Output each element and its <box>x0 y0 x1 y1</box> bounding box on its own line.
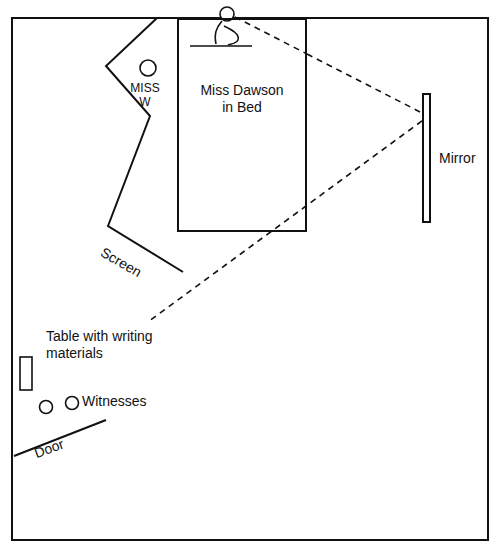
person-name: Witnesses <box>82 393 172 409</box>
node-text: Table with writing materials <box>46 328 174 362</box>
person-circle <box>40 401 53 414</box>
node-text: Mirror <box>439 150 476 167</box>
node-text: Miss Dawson in Bed <box>179 82 305 116</box>
part-name: Door <box>32 429 84 461</box>
screen-outline <box>106 18 183 272</box>
sight-line <box>307 54 422 113</box>
room-wall <box>12 18 488 540</box>
figure-in-bed <box>190 7 252 46</box>
bed-box: Miss Dawson in Bed <box>177 18 307 232</box>
person-circle <box>66 397 79 410</box>
person-name: MISS W <box>124 81 166 109</box>
table-group: Table with writing materials <box>18 322 188 394</box>
sight-line <box>235 17 307 54</box>
person-circle <box>140 60 156 76</box>
table-symbol <box>20 357 32 390</box>
sight-line <box>148 121 422 322</box>
mirror-box: Mirror <box>422 93 431 223</box>
